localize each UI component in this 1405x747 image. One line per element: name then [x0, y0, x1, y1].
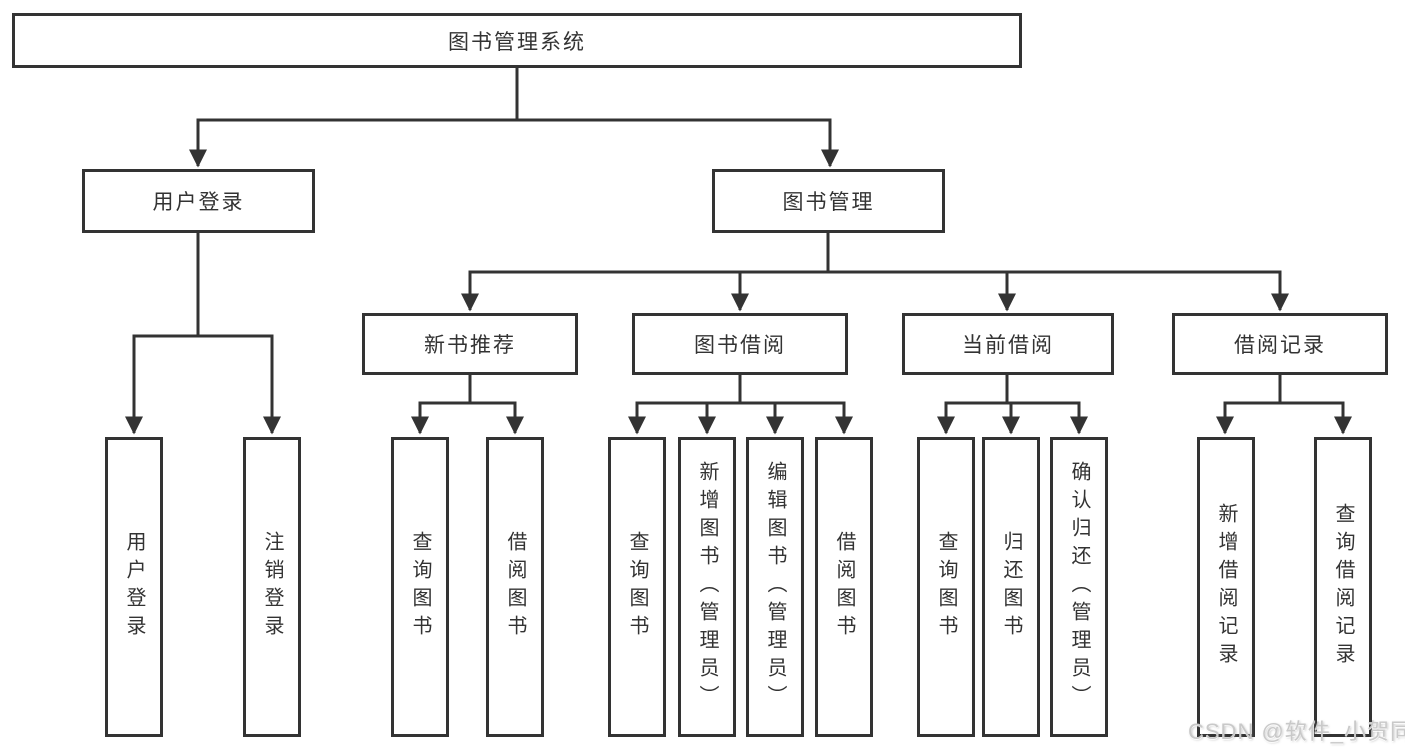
node-borrowing-records-label: 借阅记录	[1234, 334, 1326, 357]
leaf-records-add-record: 新增借阅记录	[1197, 437, 1255, 737]
node-book-borrowing: 图书借阅	[632, 313, 848, 375]
csdn-watermark: CSDN @软件_小贺同学	[1188, 719, 1405, 744]
leaf-current-query-books-label: 查询图书	[935, 531, 957, 643]
leaf-user-login-label: 用户登录	[123, 531, 145, 643]
leaf-records-query-record-label: 查询借阅记录	[1332, 503, 1354, 671]
node-book-management-label: 图书管理	[782, 191, 875, 214]
node-book-borrowing-label: 图书借阅	[694, 334, 786, 357]
leaf-current-confirm-return-admin-label: 确认归还（管理员）	[1068, 461, 1090, 713]
leaf-newrec-query-books: 查询图书	[391, 437, 449, 737]
node-new-book-recommend: 新书推荐	[362, 313, 578, 375]
leaf-borrow-query-books: 查询图书	[608, 437, 666, 737]
node-book-management: 图书管理	[712, 169, 945, 233]
leaf-borrow-borrow-books-label: 借阅图书	[833, 531, 855, 643]
node-user-login: 用户登录	[82, 169, 315, 233]
node-root: 图书管理系统	[12, 13, 1022, 68]
leaf-borrow-edit-books-admin: 编辑图书（管理员）	[746, 437, 804, 737]
leaf-logout-label: 注销登录	[261, 531, 283, 643]
leaf-logout: 注销登录	[243, 437, 301, 737]
leaf-borrow-borrow-books: 借阅图书	[815, 437, 873, 737]
leaf-borrow-add-books-admin: 新增图书（管理员）	[678, 437, 736, 737]
leaf-borrow-query-books-label: 查询图书	[626, 531, 648, 643]
leaf-current-query-books: 查询图书	[917, 437, 975, 737]
leaf-user-login: 用户登录	[105, 437, 163, 737]
leaf-newrec-query-books-label: 查询图书	[409, 531, 431, 643]
leaf-records-query-record: 查询借阅记录	[1314, 437, 1372, 737]
leaf-records-add-record-label: 新增借阅记录	[1215, 503, 1237, 671]
leaf-borrow-edit-books-admin-label: 编辑图书（管理员）	[764, 461, 786, 713]
leaf-current-return-books-label: 归还图书	[1000, 531, 1022, 643]
leaf-newrec-borrow-books-label: 借阅图书	[504, 531, 526, 643]
node-root-label: 图书管理系统	[448, 30, 586, 54]
node-current-borrowing-label: 当前借阅	[962, 334, 1054, 357]
leaf-current-confirm-return-admin: 确认归还（管理员）	[1050, 437, 1108, 737]
node-borrowing-records: 借阅记录	[1172, 313, 1388, 375]
leaf-borrow-add-books-admin-label: 新增图书（管理员）	[696, 461, 718, 713]
leaf-current-return-books: 归还图书	[982, 437, 1040, 737]
leaf-newrec-borrow-books: 借阅图书	[486, 437, 544, 737]
node-user-login-label: 用户登录	[152, 191, 245, 214]
node-current-borrowing: 当前借阅	[902, 313, 1114, 375]
node-new-book-recommend-label: 新书推荐	[424, 334, 516, 357]
